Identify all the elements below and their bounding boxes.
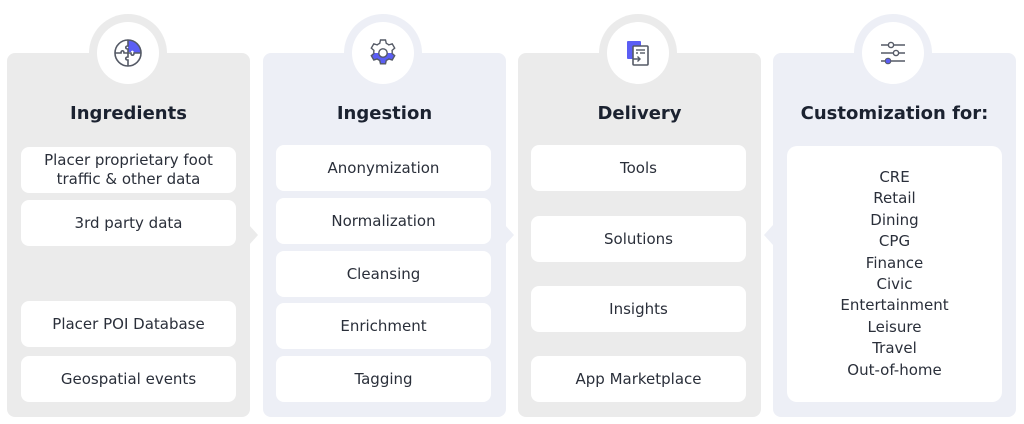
ingredients-item: Geospatial events xyxy=(21,356,236,402)
gear-icon xyxy=(370,39,396,65)
flow-arrow xyxy=(505,225,514,245)
ingredients-icon-disc xyxy=(97,22,159,84)
puzzle-icon xyxy=(114,39,142,67)
flow-arrow xyxy=(249,225,258,245)
ingestion-title: Ingestion xyxy=(336,103,433,124)
ingestion-item: Tagging xyxy=(276,356,491,402)
customization-item: Retail xyxy=(873,189,916,208)
customization-item: Out-of-home xyxy=(847,360,942,379)
customization-item: Civic xyxy=(876,275,913,293)
customization-item: CRE xyxy=(879,167,910,186)
ingestion-item: Enrichment xyxy=(276,303,491,349)
customization-item: Travel xyxy=(872,339,917,358)
delivery-item: Solutions xyxy=(531,216,746,262)
delivery-item: Tools xyxy=(531,145,746,191)
customization-item: Dining xyxy=(870,210,919,229)
delivery-icon-disc xyxy=(607,22,669,84)
ingestion-item: Normalization xyxy=(276,198,491,244)
customization-item: Entertainment xyxy=(840,296,949,315)
sliders-icon xyxy=(881,41,905,65)
ingredients-item: 3rd party data xyxy=(21,200,236,246)
customization-item: CPG xyxy=(878,232,911,251)
customization-list: CRE Retail Dining CPG Finance Civic Ente… xyxy=(787,146,1002,402)
ingestion-item: Cleansing xyxy=(276,251,491,297)
delivery-item: Insights xyxy=(531,286,746,332)
ingestion-item: Anonymization xyxy=(276,145,491,191)
customization-item: Leisure xyxy=(867,317,922,336)
delivery-item: App Marketplace xyxy=(531,356,746,402)
ingestion-icon-disc xyxy=(352,22,414,84)
flow-arrow xyxy=(764,225,773,245)
customization-icon-disc xyxy=(862,22,924,84)
ingredients-title: Ingredients xyxy=(70,103,187,124)
ingredients-item: Placer POI Database xyxy=(21,301,236,347)
customization-item: Finance xyxy=(865,253,924,272)
document-export-icon xyxy=(627,41,649,66)
delivery-title: Delivery xyxy=(597,103,682,124)
customization-title: Customization for: xyxy=(800,103,989,124)
ingredients-item: Placer proprietary foot traffic & other … xyxy=(21,147,236,193)
